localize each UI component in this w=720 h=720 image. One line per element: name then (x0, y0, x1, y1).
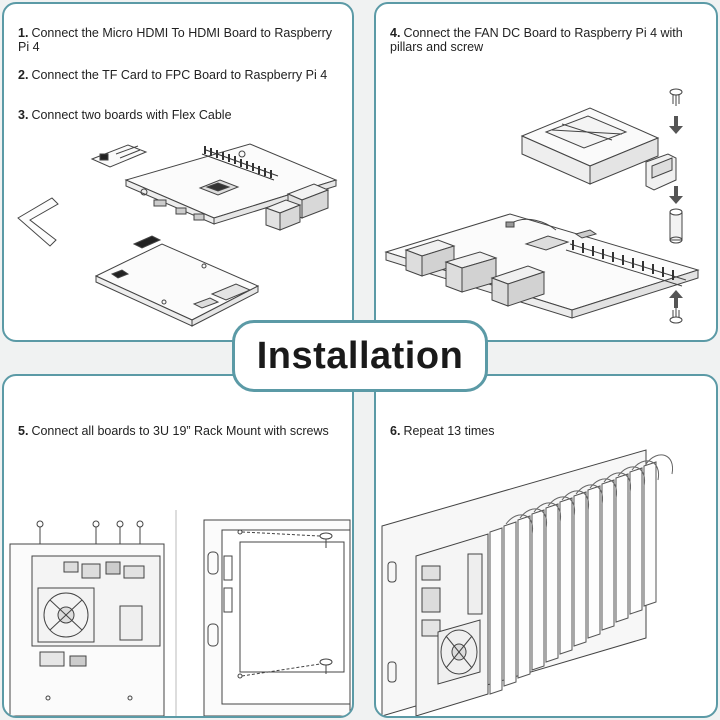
step-6-text: 6.Repeat 13 times (390, 424, 708, 438)
screw-icon (320, 533, 332, 674)
step-4-label: Connect the FAN DC Board to Raspberry Pi… (390, 26, 683, 54)
installation-title-banner: Installation (232, 320, 488, 392)
step-6-illustration (376, 376, 716, 716)
arrow-down-icon (669, 116, 683, 204)
fan-board-icon (38, 588, 94, 642)
step-6-label: Repeat 13 times (403, 424, 495, 438)
step-1-3-illustration (4, 4, 352, 340)
step-1-text: 1.Connect the Micro HDMI To HDMI Board t… (18, 26, 338, 54)
flex-cable-icon (18, 198, 58, 246)
step-2-number: 2. (18, 68, 29, 82)
rack-cluster-icon (382, 450, 673, 716)
screw-icon (670, 89, 682, 106)
step-4-text: 4.Connect the FAN DC Board to Raspberry … (390, 26, 708, 54)
fan-board-icon (438, 620, 480, 684)
step-5-text: 5.Connect all boards to 3U 19” Rack Moun… (18, 424, 348, 438)
screw-icon (670, 308, 682, 323)
step-1-label: Connect the Micro HDMI To HDMI Board to … (18, 26, 333, 54)
arrow-up-icon (669, 290, 683, 308)
tf-fpc-board-icon (96, 236, 258, 326)
step-5-label: Connect all boards to 3U 19” Rack Mount … (31, 424, 329, 438)
step-5-number: 5. (18, 424, 29, 438)
fan-board-icon (522, 108, 676, 190)
page-title: Installation (256, 334, 464, 377)
step-panel-6: 6.Repeat 13 times (374, 374, 718, 718)
step-6-number: 6. (390, 424, 401, 438)
pillar-icon (670, 209, 682, 243)
raspberry-pi-board-icon (126, 144, 336, 230)
hdmi-adapter-board-icon (92, 145, 146, 167)
step-panel-5: 5.Connect all boards to 3U 19” Rack Moun… (2, 374, 354, 718)
step-3-label: Connect two boards with Flex Cable (31, 108, 232, 122)
step-4-number: 4. (390, 26, 401, 40)
step-panel-4: 4.Connect the FAN DC Board to Raspberry … (374, 2, 718, 342)
step-2-label: Connect the TF Card to FPC Board to Rasp… (31, 68, 328, 82)
step-panel-1: 1.Connect the Micro HDMI To HDMI Board t… (2, 2, 354, 342)
step-1-number: 1. (18, 26, 29, 40)
rack-mount-icon (204, 520, 350, 716)
step-3-text: 3.Connect two boards with Flex Cable (18, 108, 338, 122)
raspberry-pi-board-icon (386, 214, 698, 318)
step-5-illustration (4, 376, 352, 716)
step-3-number: 3. (18, 108, 29, 122)
step-2-text: 2.Connect the TF Card to FPC Board to Ra… (18, 68, 338, 82)
step-4-illustration (376, 4, 716, 340)
screw-icon (37, 521, 143, 572)
